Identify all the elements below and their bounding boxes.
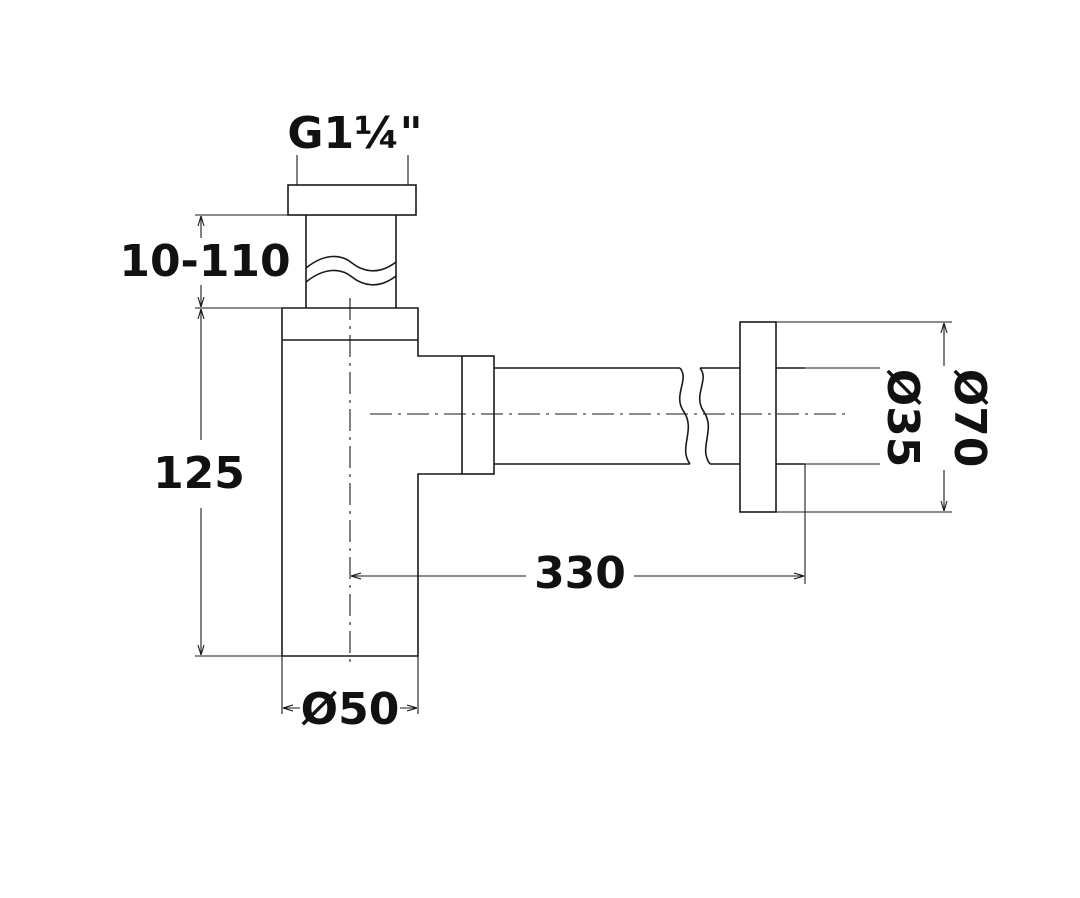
trap-body [281, 307, 805, 657]
outlet-coupling [461, 355, 495, 475]
extension-label: 10-110 [119, 236, 290, 287]
pipe-diameter-dimension: Ø35 [805, 367, 928, 468]
body-diameter-dimension: Ø50 [281, 656, 419, 735]
top-nut [287, 184, 417, 216]
thread-label: G1¼" [287, 108, 422, 159]
body-diameter-label: Ø50 [301, 684, 400, 735]
pipe-break-line [678, 367, 691, 465]
thread-dimension: G1¼" [287, 108, 423, 185]
flange-diameter-dimension: Ø70 [776, 321, 995, 513]
body-outline [281, 340, 462, 657]
height-label: 125 [153, 448, 245, 499]
height-dimension: 125 [153, 309, 282, 657]
top-fitting [287, 184, 417, 308]
length-label: 330 [534, 548, 626, 599]
extension-dimension: 10-110 [119, 214, 306, 309]
flange-diameter-label: Ø70 [944, 369, 995, 468]
pipe-diameter-label: Ø35 [877, 369, 928, 468]
wall-flange [739, 321, 777, 513]
extension-break-line [305, 255, 397, 272]
length-dimension: 330 [351, 464, 806, 599]
